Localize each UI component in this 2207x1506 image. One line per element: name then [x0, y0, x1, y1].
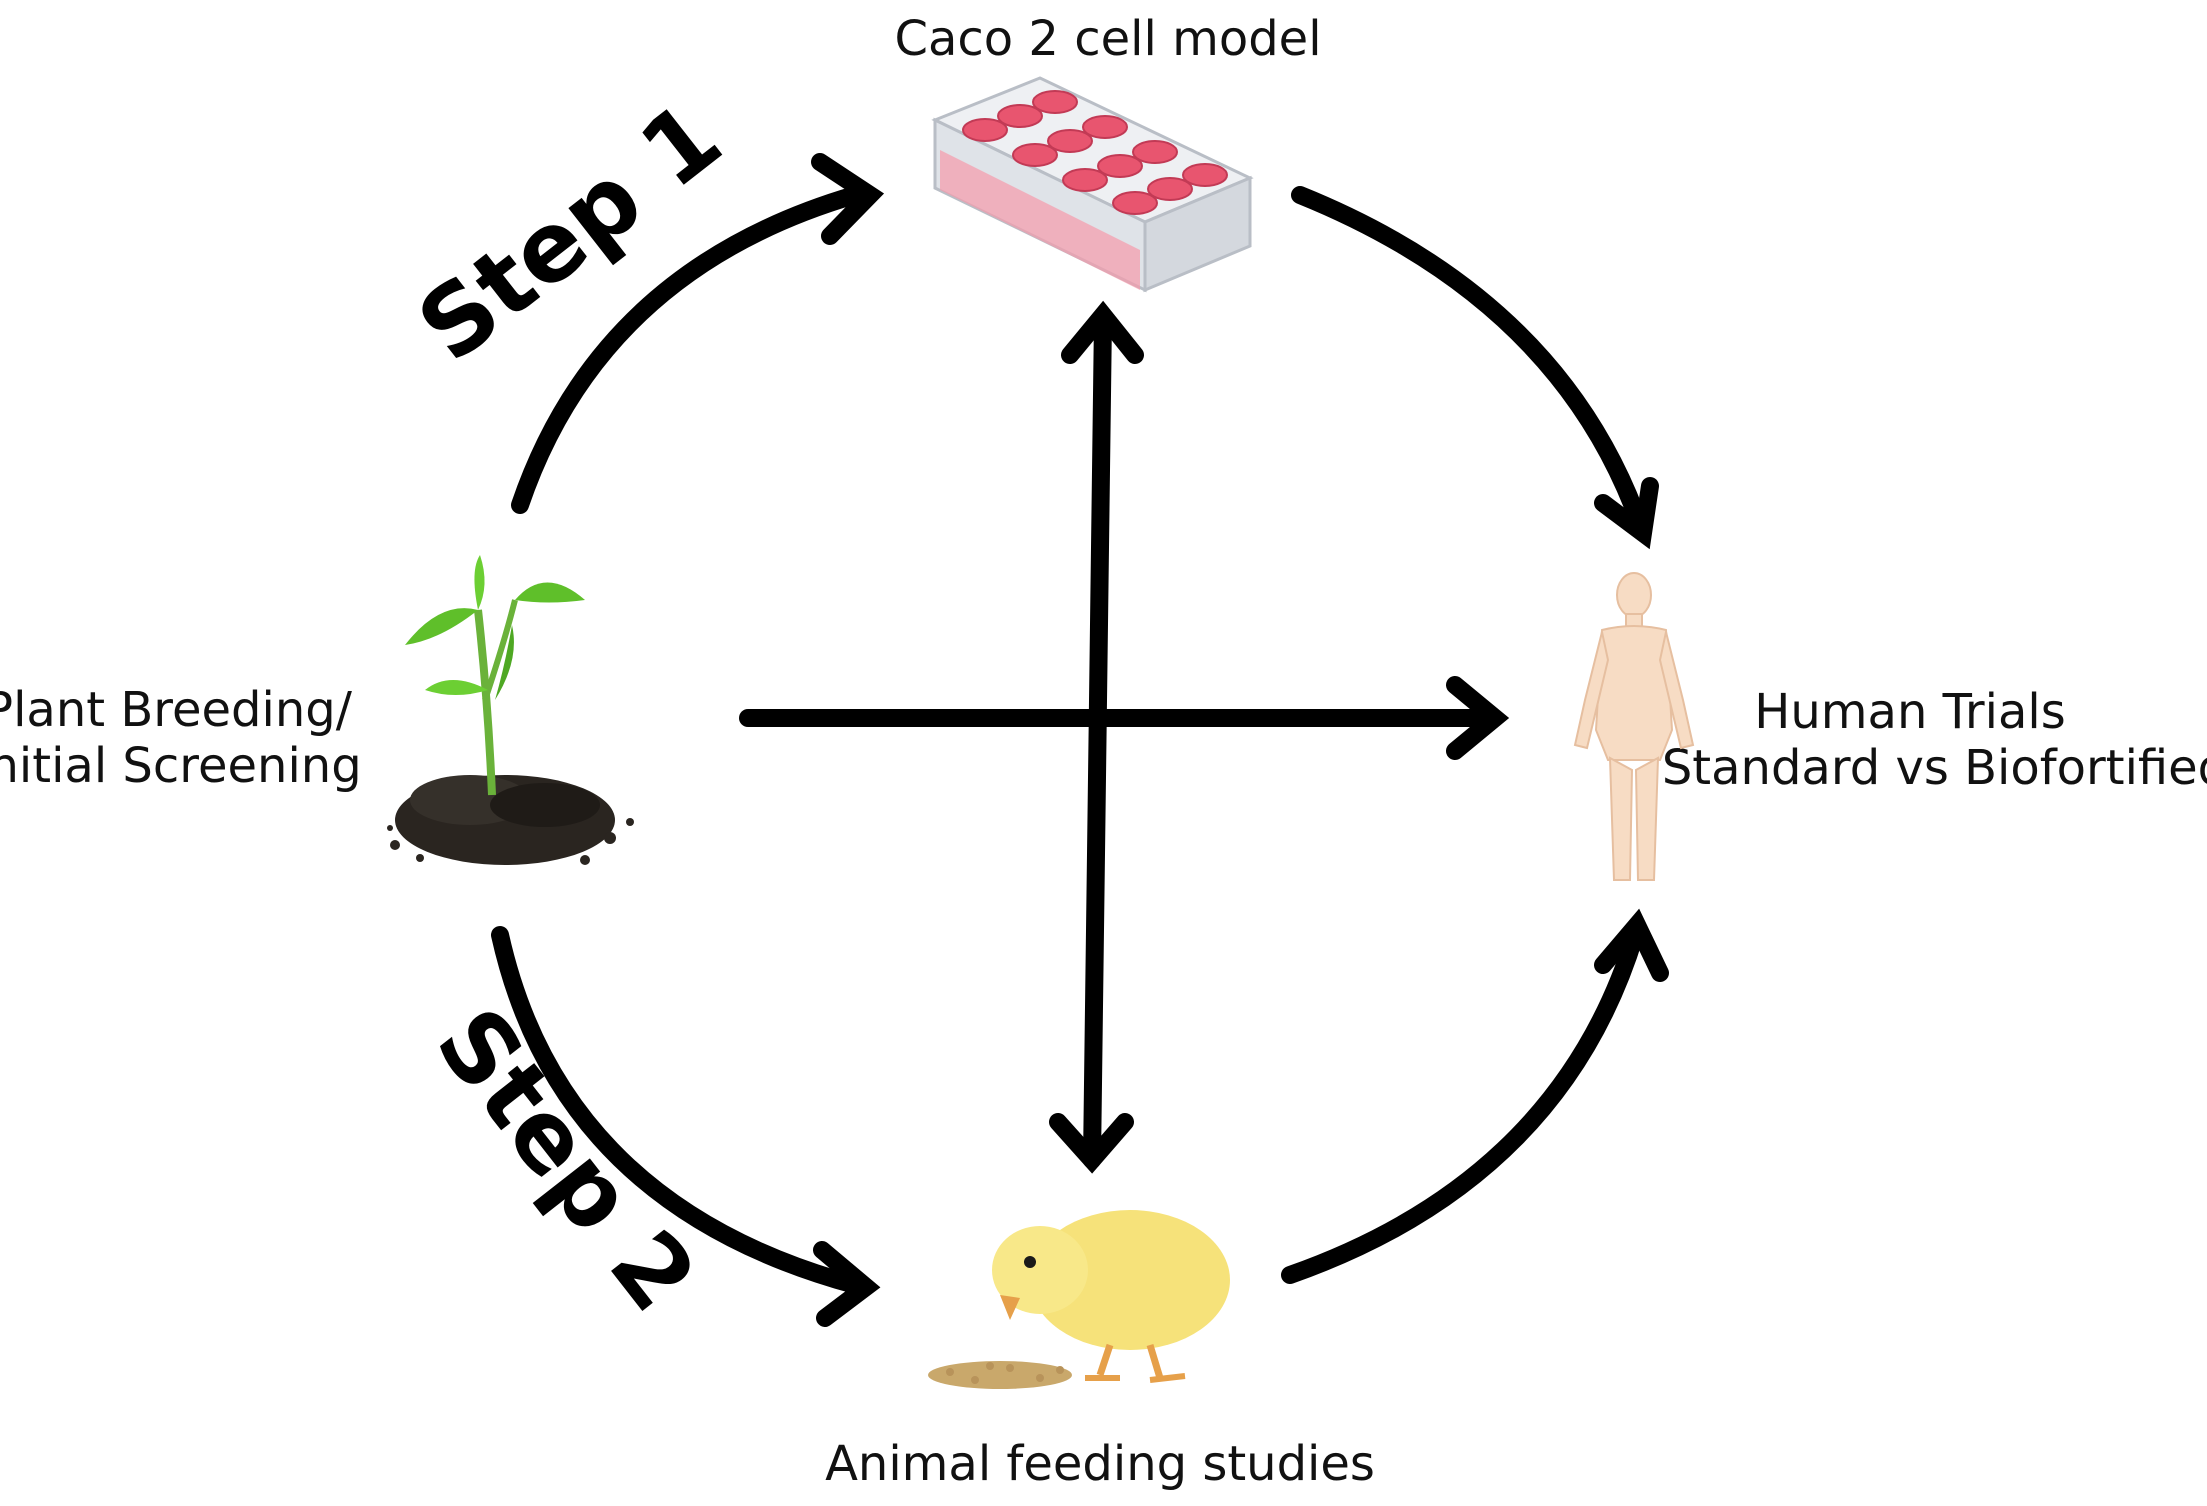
step2-label: Step 2	[414, 988, 717, 1332]
arrow-animal-to-human	[1281, 908, 1669, 1284]
human-label-line2: Standard vs Biofortified	[1662, 740, 2207, 796]
plant-label-line2: Initial Screening	[0, 738, 362, 794]
animal-label: Animal feeding studies	[825, 1436, 1375, 1492]
arrow-plant-to-caco2	[511, 153, 885, 514]
arrow-plant-to-animal	[491, 926, 881, 1327]
caco2-label: Caco 2 cell model	[894, 11, 1321, 67]
plant-label-line1: Plant Breeding/	[0, 682, 353, 738]
human-label-line1: Human Trials	[1754, 684, 2065, 740]
cell-culture-plate-image	[931, 76, 1254, 293]
plant-seedling-image	[387, 555, 634, 865]
chick-feeding-image	[928, 1210, 1230, 1389]
arrow-plant-to-human	[739, 676, 1510, 760]
step1-label: Step 1	[398, 80, 742, 383]
arrow-caco2-to-human	[1291, 186, 1659, 550]
human-figure-image	[1573, 572, 1695, 881]
arrow-caco2-animal-bidirectional	[1049, 300, 1144, 1174]
